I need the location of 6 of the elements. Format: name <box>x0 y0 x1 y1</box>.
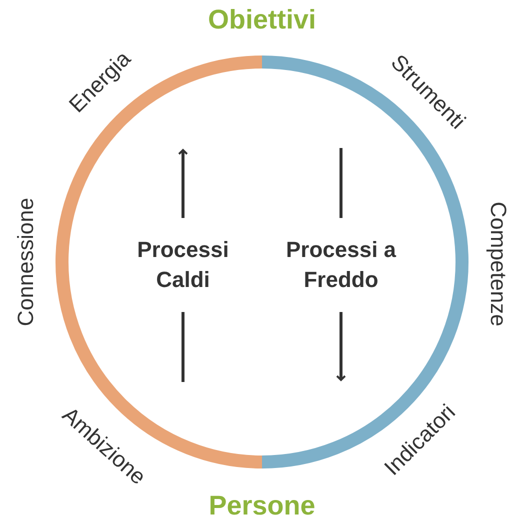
ring-label: Connessione <box>13 198 39 326</box>
heading-label: Persone <box>208 490 316 522</box>
heading-label: Obiettivi <box>208 4 316 36</box>
process-label: Processi a Freddo <box>284 236 398 294</box>
ring-label: Competenze <box>485 202 511 326</box>
process-label: Processi Caldi <box>136 236 230 294</box>
